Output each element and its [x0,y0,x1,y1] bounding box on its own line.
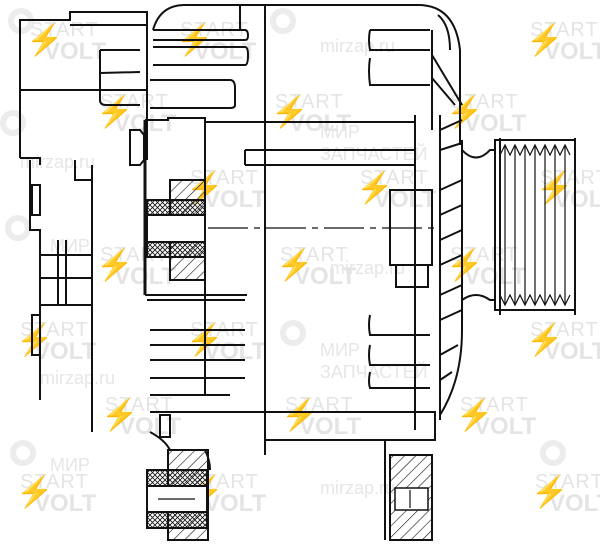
rear-cover [29,160,93,432]
stator-body [145,117,440,396]
connector-housing [19,11,148,166]
fan-housing [414,115,463,430]
top-housing [150,4,463,450]
pulley [461,138,576,315]
mounting-ear-bottom [146,411,436,541]
mounting-ear-top [143,120,206,295]
